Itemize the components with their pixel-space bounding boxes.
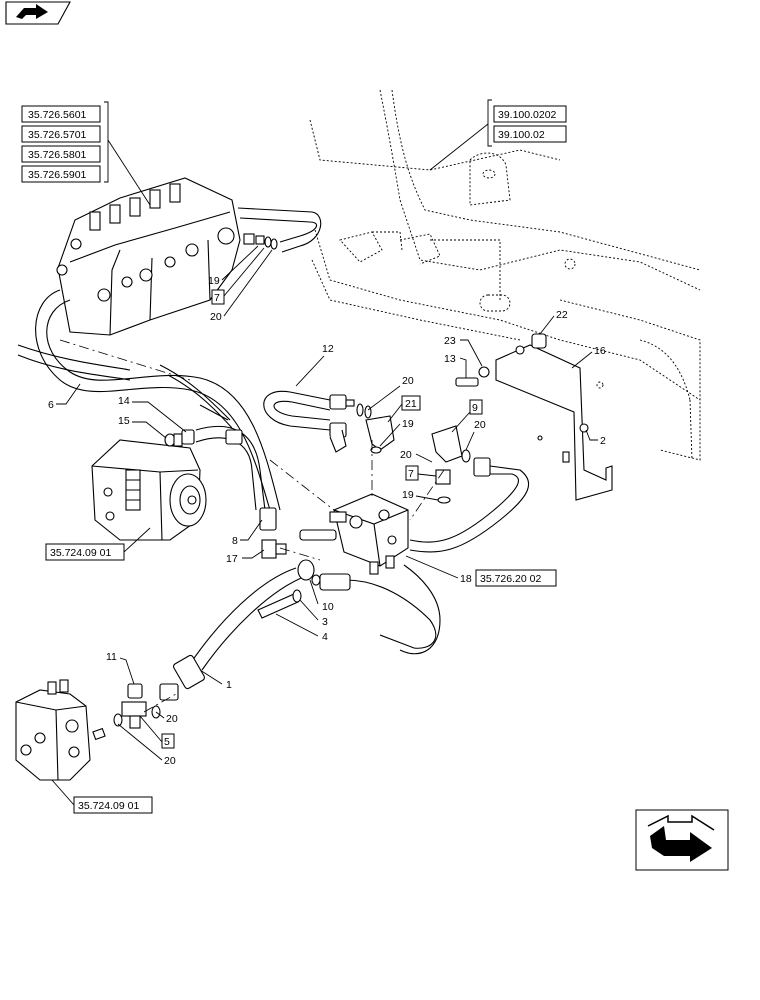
item-number: 7 (408, 468, 414, 480)
center-lines (59, 339, 445, 713)
ref-text: 39.100.0202 (498, 109, 557, 121)
book-arrow-icon[interactable] (5, 1, 71, 25)
item-number: 7 (214, 292, 220, 304)
hose-fitting-right (473, 457, 491, 477)
bracket-16 (495, 344, 613, 501)
spacer-22 (531, 333, 547, 349)
hose-12 (263, 390, 372, 453)
bolt-3-4-10 (257, 559, 321, 619)
item-number: 13 (444, 353, 456, 365)
hose-right (409, 465, 530, 553)
ref-box[interactable] (21, 105, 101, 123)
item-number: 2 (600, 435, 606, 447)
bolt-13-23 (455, 366, 490, 387)
item-number: 21 (405, 398, 417, 410)
ref-box[interactable] (493, 105, 567, 123)
ref-text: 35.726.5801 (28, 149, 87, 161)
item-number: 6 (48, 399, 54, 411)
item-number: 20 (400, 449, 412, 461)
item-number: 19 (402, 489, 414, 501)
pump-ref-group: 35.724.09 01 (45, 527, 151, 561)
item-number: 8 (232, 535, 238, 547)
item-number: 20 (402, 375, 414, 387)
valve-block-18 (299, 493, 409, 575)
fitting-5-11 (113, 683, 161, 729)
next-page-arrow-icon[interactable] (635, 809, 729, 871)
fitting-8 (259, 507, 277, 531)
item-number: 9 (472, 402, 478, 414)
item-number: 20 (166, 713, 178, 725)
item-number: 20 (474, 419, 486, 431)
control-valve-ref-group: 35.726.5601 35.726.5701 35.726.5801 35.7… (21, 101, 151, 206)
item-number: 17 (226, 553, 238, 565)
item-number: 14 (118, 395, 130, 407)
upper-fitting (243, 233, 278, 250)
fitting-14-15 (164, 429, 195, 447)
hose-6 (17, 289, 281, 511)
ref-box[interactable] (21, 125, 101, 143)
item-number: 4 (322, 631, 328, 643)
item-number: 19 (208, 275, 220, 287)
ref-text: 35.724.09 01 (50, 547, 111, 559)
item-number: 20 (164, 755, 176, 767)
item-number: 15 (118, 415, 130, 427)
item-callouts: 19 7 20 6 12 20 21 19 23 13 22 16 2 (48, 245, 606, 767)
item-number: 5 (164, 736, 170, 748)
hose-1 (159, 567, 307, 701)
aux-valve-ref-group: 35.724.09 01 (51, 779, 153, 814)
item-number: 11 (106, 651, 117, 663)
ref-box[interactable] (493, 125, 567, 143)
auxiliary-valve (15, 679, 106, 781)
upper-hose (239, 217, 318, 243)
elbow-fitting-21 (365, 415, 395, 454)
ref-text: 35.724.09 01 (78, 800, 139, 812)
tee-fitting-17 (261, 539, 287, 559)
ref-text: 35.726.5701 (28, 129, 87, 141)
item-number: 10 (322, 601, 334, 613)
ref-text: 35.726.20 02 (480, 573, 541, 585)
item-number: 23 (444, 335, 456, 347)
item-number: 3 (322, 616, 328, 628)
ref-text: 39.100.02 (498, 129, 545, 141)
valve-block-ref-group: 35.726.20 02 (475, 569, 557, 587)
ref-box[interactable] (475, 569, 557, 587)
item-number: 22 (556, 309, 568, 321)
frame-rail (309, 89, 701, 461)
gear-pump (91, 439, 207, 541)
item-number: 1 (226, 679, 232, 691)
ref-box[interactable] (21, 145, 101, 163)
control-valve-assembly (56, 177, 241, 336)
ref-box[interactable] (21, 165, 101, 183)
ref-text: 35.726.5901 (28, 169, 87, 181)
fitting-9 (431, 425, 471, 504)
item-number: 19 (402, 418, 414, 430)
item-number: 16 (594, 345, 606, 357)
ref-text: 35.726.5601 (28, 109, 87, 121)
item-number: 20 (210, 311, 222, 323)
frame-ref-group: 39.100.0202 39.100.02 (429, 99, 567, 171)
item-number: 18 (460, 573, 472, 585)
item-number: 12 (322, 343, 334, 355)
lower-loop-hose (345, 579, 437, 649)
